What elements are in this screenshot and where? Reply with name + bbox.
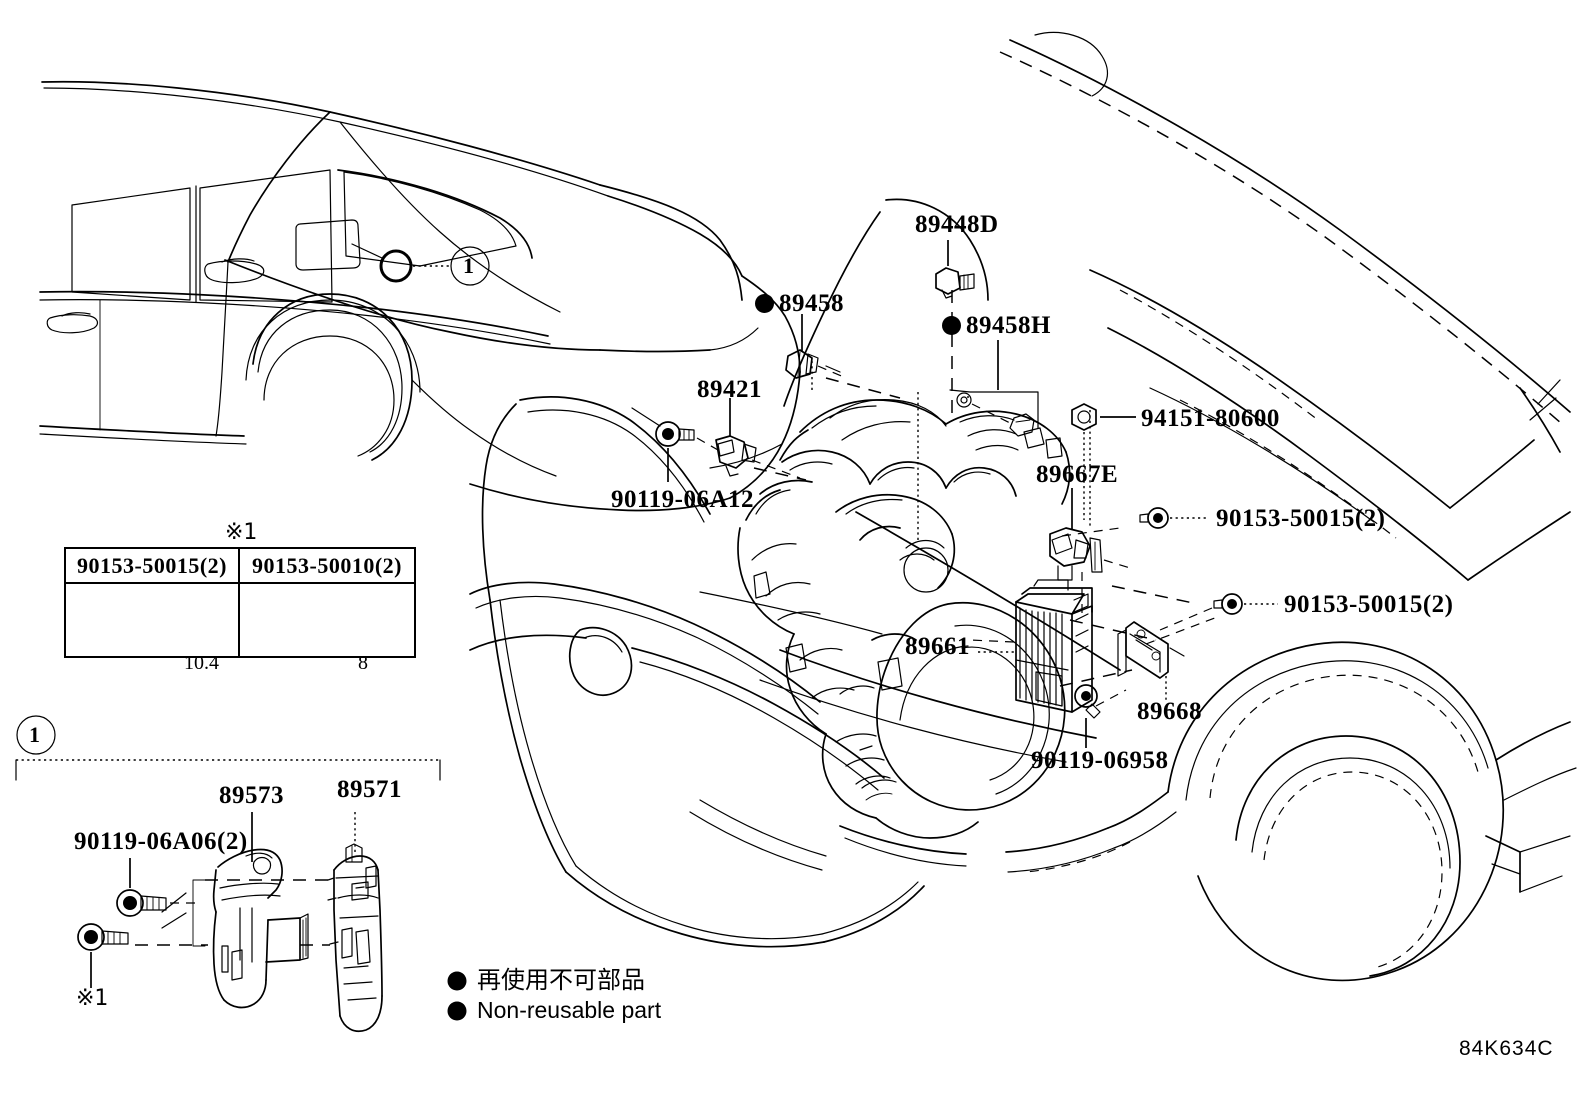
bolt-90119-06A06 <box>116 889 167 917</box>
label-89458H: 89458H <box>966 312 1051 339</box>
part-89667E <box>1049 488 1131 581</box>
note-part-number-1: 90153-50010(2) <box>252 552 402 578</box>
note-dimension-1: 8 <box>358 652 368 674</box>
bolt-star1 <box>77 923 129 951</box>
label-90153-50015-lower: 90153-50015(2) <box>1284 591 1454 618</box>
part-89571 <box>327 843 383 1033</box>
label-94151-80600: 94151-80600 <box>1141 405 1280 432</box>
engine-assembly <box>737 399 1071 839</box>
note-table-star: ※1 <box>225 520 258 545</box>
label-89571: 89571 <box>337 776 402 803</box>
label-89573: 89573 <box>219 782 284 809</box>
note-table-header-row: 90153-50015(2) 90153-50010(2) <box>66 549 414 584</box>
part-89573 <box>212 848 309 1009</box>
legend-dot-en <box>447 1001 467 1021</box>
note-part-number-0: 90153-50015(2) <box>77 552 227 578</box>
label-89458: 89458 <box>779 290 844 317</box>
bolt-90119-06A12 <box>631 407 719 482</box>
label-89668: 89668 <box>1137 698 1202 725</box>
label-89667E: 89667E <box>1036 461 1119 488</box>
nonreusable-dot-89458H <box>942 316 961 335</box>
label-90119-06958: 90119-06958 <box>1031 747 1169 774</box>
note-table-body-cell-0 <box>66 584 240 658</box>
part-89458 <box>785 314 847 379</box>
label-89448D: 89448D <box>915 211 999 238</box>
part-89668-bracket <box>1117 621 1185 700</box>
label-90119-06A12: 90119-06A12 <box>611 486 754 513</box>
engine-bay-view <box>469 31 1577 982</box>
label-89661: 89661 <box>905 633 970 660</box>
vehicle-rear-quarter-view <box>39 80 801 512</box>
diagram-code: 84K634C <box>1459 1037 1554 1060</box>
label-90153-50015-upper: 90153-50015(2) <box>1216 505 1386 532</box>
part-89661-ecu <box>969 579 1093 713</box>
bolt-90119-06958 <box>1074 684 1127 748</box>
note-table: 90153-50015(2) 90153-50010(2) <box>64 547 416 658</box>
bolt-90153-50015-upper <box>1139 507 1208 529</box>
note-table-header-cell-0: 90153-50015(2) <box>66 549 240 582</box>
vehicle-callout-number: 1 <box>463 253 475 278</box>
note-table-body-cell-1 <box>240 584 414 658</box>
note-table-body-row <box>66 584 414 658</box>
detail-callout-number: 1 <box>29 722 40 747</box>
legend-dot-jp <box>447 971 467 991</box>
part-89458H <box>949 340 1039 437</box>
legend-japanese: 再使用不可部品 <box>477 966 645 994</box>
part-89448D <box>935 240 975 299</box>
nonreusable-dot-89458 <box>755 294 774 313</box>
nut-94151-80600 <box>1071 403 1136 520</box>
legend-english: Non-reusable part <box>477 997 662 1023</box>
part-89421 <box>715 398 801 479</box>
detail-view-callout-1 <box>15 715 441 1033</box>
note-table-header-cell-1: 90153-50010(2) <box>240 549 414 582</box>
bolt-90153-50015-lower <box>1159 593 1278 631</box>
label-90119-06A06: 90119-06A06(2) <box>74 828 248 855</box>
note-dimension-0: 10.4 <box>184 652 219 674</box>
label-89421: 89421 <box>697 376 762 403</box>
label-detail-star1: ※1 <box>76 986 109 1011</box>
